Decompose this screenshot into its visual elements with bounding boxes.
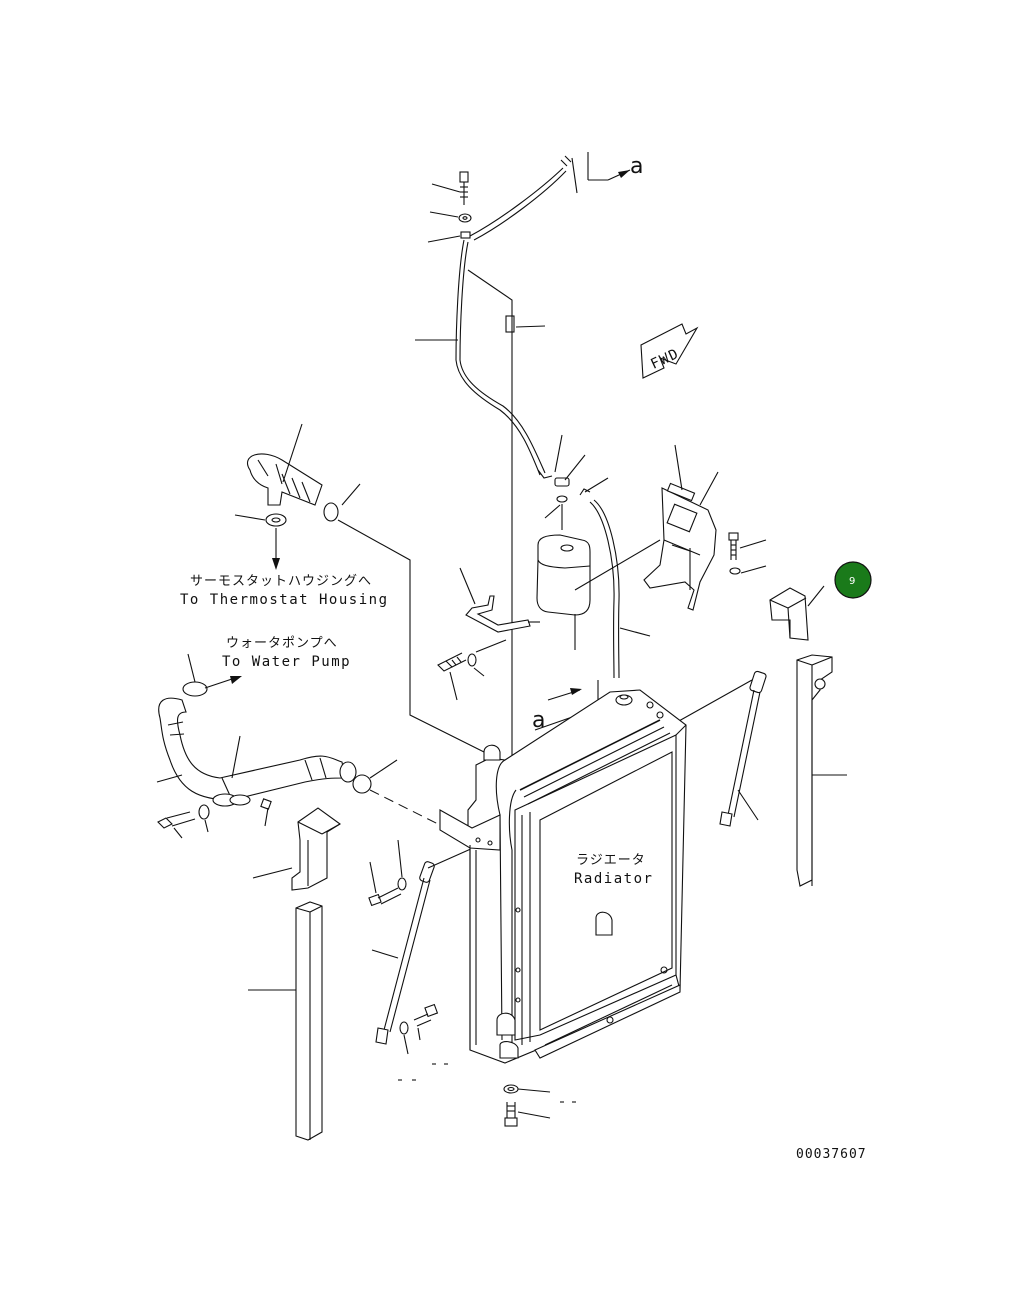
bracket-bolt (437, 639, 507, 701)
view-ref-label-mid: a (532, 708, 545, 733)
bottom-bolt (503, 1084, 576, 1127)
badge-number: 9 (849, 576, 855, 587)
view-ref-a-top: a (571, 152, 643, 194)
lower-hose-bolt (157, 798, 272, 839)
leader-lines-top (415, 183, 546, 780)
badge-circle (834, 561, 872, 599)
radiator (439, 689, 687, 1064)
lower-hose (156, 653, 601, 921)
left-duct-block (252, 807, 341, 891)
overflow-tube (455, 155, 572, 476)
radiator-en: Radiator (574, 871, 653, 887)
left-seal-strip (248, 901, 323, 1141)
lower-rod-bolt (398, 1003, 448, 1081)
fwd-arrow: FWD (640, 323, 699, 379)
radiator-jp: ラジエータ (576, 853, 646, 868)
right-seal-strip (796, 654, 847, 887)
side-bracket-bolt (728, 532, 767, 575)
left-stay-rod (368, 835, 501, 1045)
right-stay-rod (669, 670, 767, 827)
callout-badge: 9 (834, 561, 872, 599)
side-bracket (643, 444, 719, 611)
reservoir-tank (536, 534, 591, 650)
view-ref-label: a (630, 154, 643, 179)
cover-block (769, 585, 825, 641)
water-pump-jp: ウォータポンプへ (226, 636, 338, 651)
drawing-number: 00037607 (796, 1147, 867, 1162)
tank-cap-valve (537, 434, 651, 679)
upper-hose (234, 423, 491, 756)
water-pump-en: To Water Pump (222, 654, 351, 670)
thermostat-housing-en: To Thermostat Housing (180, 592, 389, 608)
top-bolt-assembly (458, 171, 472, 239)
tank-bracket (459, 539, 661, 633)
drain-plug (595, 911, 613, 936)
thermostat-housing-jp: サーモスタットハウジングへ (190, 574, 372, 589)
